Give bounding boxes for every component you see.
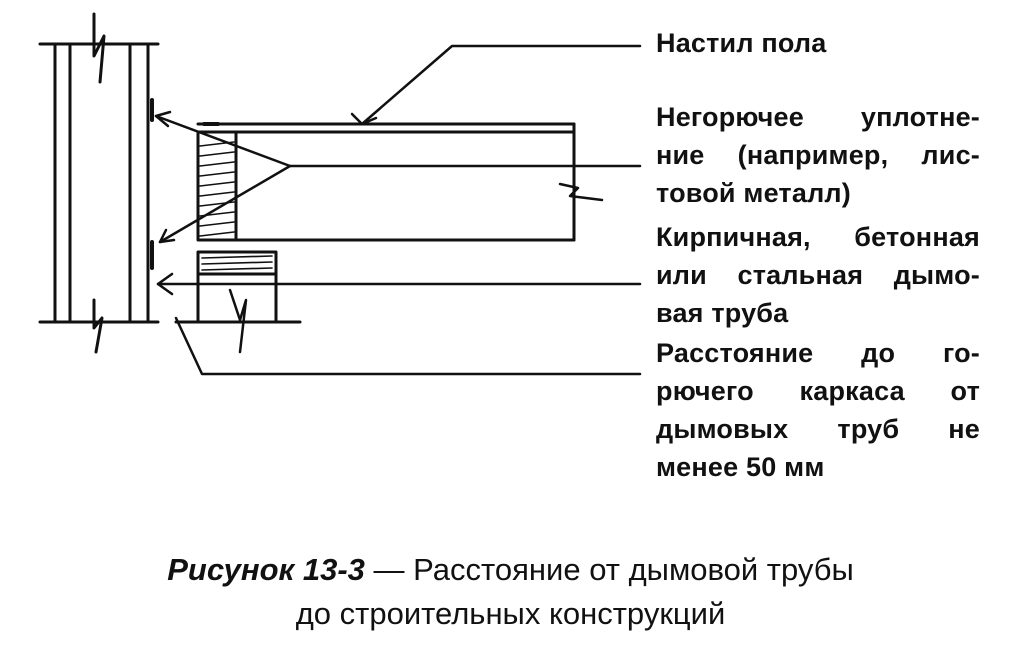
label-line: рючего каркаса от [656,376,980,406]
break-mark-top [92,12,106,84]
label-line: Расстояние до го- [656,338,980,368]
leader-floor [350,44,642,126]
chimney-wall [38,42,160,324]
figure-caption: Рисунок 13-3 — Расстояние от дымовой тру… [0,548,1021,636]
label-line: вая труба [656,298,789,328]
sill-block [196,130,238,242]
leader-chimney [156,272,642,296]
label-line: дымовых труб не [656,414,980,444]
seal-plates [150,98,220,270]
label-line: или стальная дымо- [656,260,980,290]
label-chimney-types: Кирпичная, бетонная или стальная дымо- в… [656,218,980,332]
floor-joist [196,122,604,242]
label-line: Настил пола [656,28,827,58]
label-noncombustible-seal: Негорючее уплотне- ние (например, лис- т… [656,98,980,212]
break-mark-bottom [92,298,104,354]
label-floor-decking: Настил пола [656,24,827,62]
lower-beam [174,250,302,354]
caption-text-2: до строительных конструкций [295,596,726,631]
leader-clearance [174,316,642,376]
leader-seal [154,110,642,244]
label-line: менее 50 мм [656,452,825,482]
caption-text-1: Расстояние от дымовой трубы [413,552,854,587]
label-line: Кирпичная, бетонная [656,222,980,252]
caption-dash: — [364,552,414,587]
label-line: ние (например, лис- [656,140,980,170]
figure-number: Рисунок 13-3 [167,552,365,587]
label-line: товой металл) [656,178,851,208]
label-clearance: Расстояние до го- рючего каркаса от дымо… [656,334,980,486]
caption-line-1: Рисунок 13-3 — Расстояние от дымовой тру… [0,548,1021,592]
label-line: Негорючее уплотне- [656,102,980,132]
